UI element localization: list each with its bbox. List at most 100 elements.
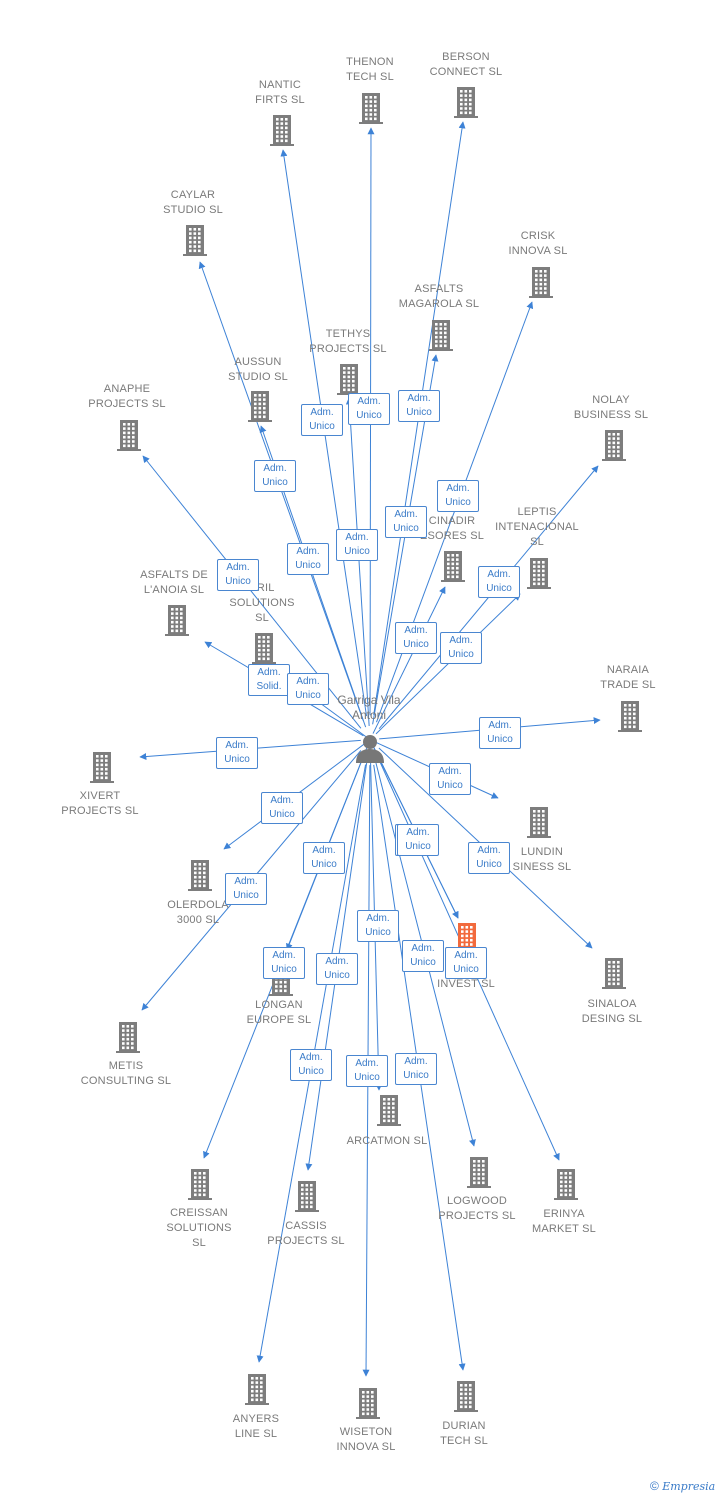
relation-badge-anyers[interactable]: Adm. Unico xyxy=(290,1049,332,1081)
relation-badge-nantic[interactable]: Adm. Unico xyxy=(301,404,343,436)
building-icon[interactable] xyxy=(292,1179,322,1218)
relation-badge-cassis[interactable]: Adm. Unico xyxy=(316,953,358,985)
relation-badge-lundin[interactable]: Adm. Unico xyxy=(429,763,471,795)
relation-badge-asfalts_mag[interactable]: Adm. Unico xyxy=(395,622,437,654)
building-icon[interactable] xyxy=(524,805,554,844)
relation-badge-thenon[interactable]: Adm. Unico xyxy=(348,393,390,425)
building-icon[interactable] xyxy=(356,91,386,130)
relation-badge-nolay[interactable]: Adm. Unico xyxy=(478,566,520,598)
building-icon[interactable] xyxy=(113,1020,143,1059)
relation-badge-berson[interactable]: Adm. Unico xyxy=(398,390,440,422)
relation-badge-longan[interactable]: Adm. Unico xyxy=(263,947,305,979)
company-label[interactable]: ARCATMON SL xyxy=(327,1134,447,1149)
relation-badge-wiseton[interactable]: Adm. Unico xyxy=(346,1055,388,1087)
building-icon[interactable] xyxy=(185,858,215,897)
brand-logo-text: Empresia xyxy=(662,1480,716,1493)
building-icon[interactable] xyxy=(599,428,629,467)
building-icon[interactable] xyxy=(267,113,297,152)
relation-badge-xivert[interactable]: Adm. Unico xyxy=(216,737,258,769)
relation-badge-olerdola[interactable]: Adm. Unico xyxy=(261,792,303,824)
person-icon[interactable] xyxy=(354,733,386,768)
building-icon[interactable] xyxy=(185,1167,215,1206)
building-icon[interactable] xyxy=(451,85,481,124)
center-person-name-line2: Antoni xyxy=(351,708,387,722)
relation-badge-leptis[interactable]: Adm. Unico xyxy=(440,632,482,664)
building-icon[interactable] xyxy=(438,549,468,588)
company-label-line: OLERDOLA xyxy=(167,899,229,911)
company-label-line: EUROPE SL xyxy=(246,1014,312,1026)
building-icon[interactable] xyxy=(526,265,556,304)
building-icon[interactable] xyxy=(114,418,144,457)
relation-badge-arcatmon[interactable]: Adm. Unico xyxy=(357,910,399,942)
company-label-line: 3000 SL xyxy=(176,914,220,926)
relation-badge-aussun[interactable]: Adm. Unico xyxy=(287,543,329,575)
building-icon[interactable] xyxy=(451,1379,481,1418)
building-icon[interactable] xyxy=(524,556,554,595)
relation-badge-bril[interactable]: Adm. Unico xyxy=(287,673,329,705)
building-icon[interactable] xyxy=(599,956,629,995)
building-icon[interactable] xyxy=(551,1167,581,1206)
relation-badge-cinadir[interactable]: Adm. Unico xyxy=(385,506,427,538)
relation-badge-asfalts_ano[interactable]: Adm. Solid. xyxy=(248,664,290,696)
building-icon[interactable] xyxy=(180,223,210,262)
relation-badge-tethys[interactable]: Adm. Unico xyxy=(336,529,378,561)
building-icon[interactable] xyxy=(464,1155,494,1194)
relation-badge-metis[interactable]: Adm. Unico xyxy=(225,873,267,905)
building-icon[interactable] xyxy=(249,631,279,670)
company-label[interactable]: INVEST SL xyxy=(406,977,526,992)
building-icon[interactable] xyxy=(615,699,645,738)
building-icon[interactable] xyxy=(353,1386,383,1425)
building-icon[interactable] xyxy=(374,1093,404,1132)
company-label-line: CONSULTING SL xyxy=(80,1075,172,1087)
relation-badge-erinya[interactable]: Adm. Unico xyxy=(397,824,439,856)
company-label-line: BUSINESS SL xyxy=(573,409,649,421)
building-icon[interactable] xyxy=(245,389,275,428)
relation-badge-logwood[interactable]: Adm. Unico xyxy=(402,940,444,972)
relation-badge-creissan[interactable]: Adm. Unico xyxy=(303,842,345,874)
company-label-line: ANYERS xyxy=(232,1413,280,1425)
relation-badge-invest[interactable]: Adm. Unico xyxy=(445,947,487,979)
relation-badge-anaphe[interactable]: Adm. Unico xyxy=(217,559,259,591)
company-label-line: CONNECT SL xyxy=(429,66,503,78)
company-label-line: ASFALTS DE xyxy=(140,569,208,581)
relation-badge-naraia[interactable]: Adm. Unico xyxy=(479,717,521,749)
building-icon[interactable] xyxy=(162,603,192,642)
building-icon[interactable] xyxy=(242,1372,272,1411)
company-label-line: TRADE SL xyxy=(600,679,656,691)
company-label-line: TETHYS xyxy=(325,328,371,340)
relation-badge-sinaloa[interactable]: Adm. Unico xyxy=(468,842,510,874)
relation-badge-durian[interactable]: Adm. Unico xyxy=(395,1053,437,1085)
building-icon[interactable] xyxy=(87,750,117,789)
relation-badge-caylar[interactable]: Adm. Unico xyxy=(254,460,296,492)
relation-badge-crisk[interactable]: Adm. Unico xyxy=(437,480,479,512)
building-icon[interactable] xyxy=(426,318,456,357)
company-label[interactable]: OLERDOLA 3000 SL xyxy=(138,898,258,928)
